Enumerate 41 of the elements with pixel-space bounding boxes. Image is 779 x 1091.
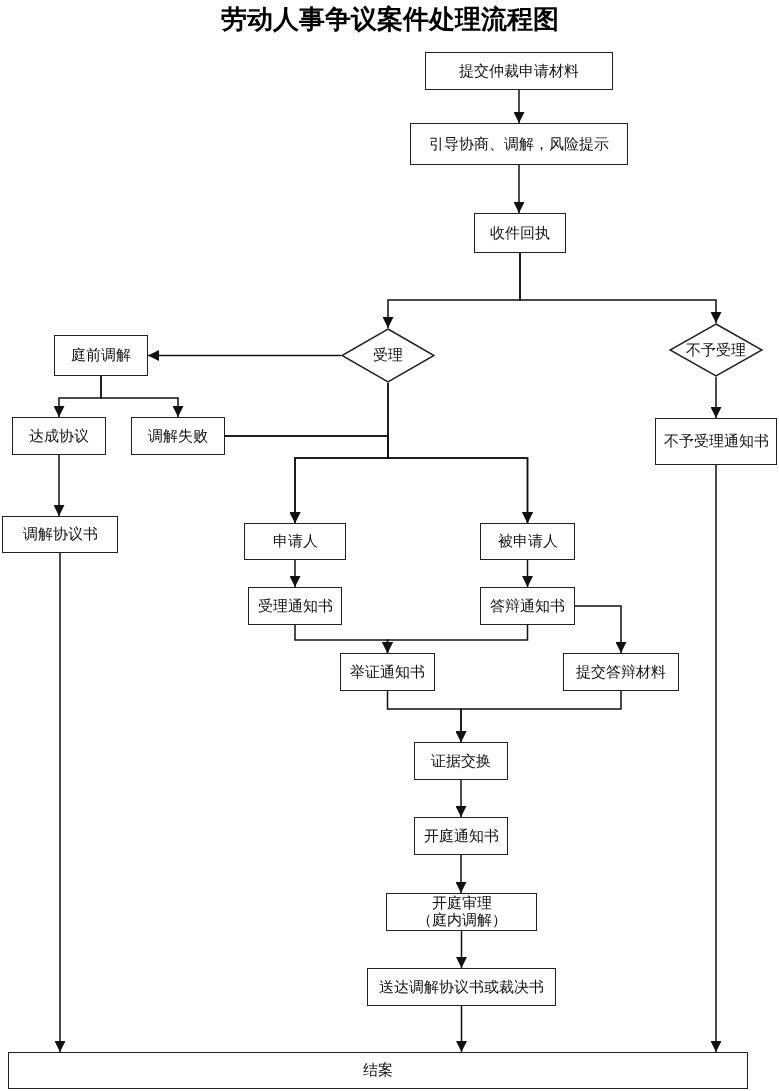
process-box: 达成协议 (12, 417, 106, 455)
process-box: 开庭通知书 (414, 817, 508, 855)
process-box: 送达调解协议书或裁决书 (367, 968, 556, 1006)
process-box: 提交答辩材料 (563, 653, 679, 691)
process-box: 提交仲裁申请材料 (425, 52, 613, 90)
arrow (382, 624, 529, 654)
process-box: 调解协议书 (2, 516, 118, 553)
arrow (710, 464, 722, 1053)
arrow (455, 690, 622, 743)
arrow (513, 89, 525, 124)
arrow (455, 779, 467, 818)
process-box: 申请人 (244, 523, 346, 560)
decision-diamond: 不予受理 (669, 323, 763, 377)
arrow (519, 252, 722, 324)
arrow (387, 382, 533, 524)
process-box: 受理通知书 (248, 587, 342, 625)
process-box: 引导协商、调解，风险提示 (410, 123, 628, 165)
arrow (456, 930, 467, 969)
arrow (289, 559, 301, 588)
process-box: 举证通知书 (340, 653, 435, 691)
arrow (574, 605, 627, 654)
process-box: 调解失败 (131, 417, 225, 455)
arrow (710, 376, 722, 419)
arrow (147, 350, 342, 361)
process-box: 开庭审理（庭内调解） (386, 893, 537, 931)
process-box: 庭前调解 (54, 335, 148, 376)
arrow (522, 559, 533, 588)
decision-diamond: 受理 (341, 328, 435, 383)
process-box: 证据交换 (414, 742, 508, 780)
arrow (54, 552, 66, 1053)
arrow (455, 854, 467, 894)
arrow (456, 1005, 467, 1053)
arrow (513, 164, 525, 214)
process-box: 被申请人 (480, 523, 575, 560)
end-box: 结案 (8, 1052, 748, 1089)
process-box: 答辩通知书 (480, 587, 575, 625)
process-box: 收件回执 (474, 213, 566, 253)
arrow (100, 375, 184, 418)
arrow (53, 454, 65, 517)
process-box: 不予受理通知书 (655, 418, 777, 465)
title: 劳动人事争议案件处理流程图 (219, 3, 560, 36)
